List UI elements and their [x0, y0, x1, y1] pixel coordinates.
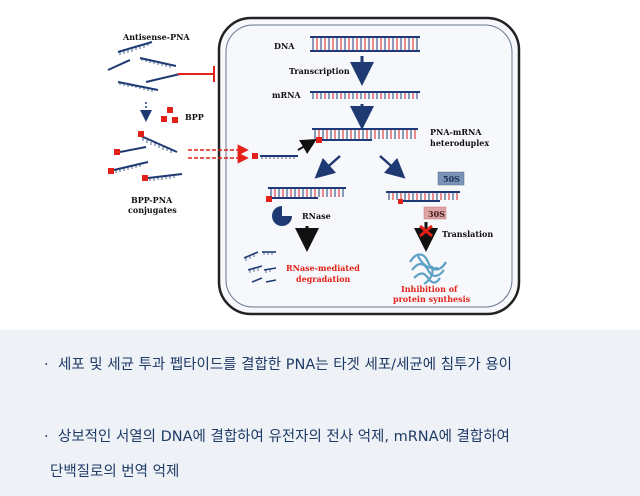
ribosome-path-duplex [386, 191, 460, 204]
conjugate-to-duplex-arrow [297, 138, 317, 154]
antisense-pna-bases [119, 43, 171, 92]
translation-block-x [419, 224, 433, 238]
note-1-text: 세포 및 세균 투과 펩타이드를 결합한 PNA는 타겟 세포/세균에 침투가 … [58, 357, 513, 373]
mechanism-diagram: Antisense-PNA BPP BPP-PNA conjugat [107, 16, 521, 316]
ribosome-50s [437, 171, 465, 186]
bpp-label: BPP [185, 112, 204, 122]
rnase-label: RNase [302, 211, 331, 221]
note-2-continuation: 단백질로의 번역 억제 [50, 464, 180, 480]
ribosome-30s [423, 206, 447, 220]
rnase-branch-arrow [314, 155, 341, 179]
degradation-label-line1: RNase-mediated [286, 263, 360, 273]
ribosome-30s-label: 30S [428, 209, 445, 219]
degradation-label-line2: degradation [296, 274, 351, 284]
note-2-text: 상보적인 서열의 DNA에 결합하여 유전자의 전사 억제, mRNA에 결합하… [58, 429, 510, 445]
ribosome-50s-label: 50S [443, 174, 460, 184]
mrna-bases [312, 93, 418, 99]
protein-structure [409, 253, 447, 285]
pna-mrna-heteroduplex [312, 128, 418, 143]
notes-panel: · 세포 및 세균 투과 펩타이드를 결합한 PNA는 타겟 세포/세균에 침투가… [0, 330, 640, 496]
conjugate-bpp-square [252, 153, 258, 159]
cell-membrane-inner [225, 24, 513, 308]
rnase-path-duplex [266, 187, 346, 202]
antisense-pna-strands [107, 41, 181, 91]
note-2: · 상보적인 서열의 DNA에 결합하여 유전자의 전사 억제, mRNA에 결합… [44, 422, 510, 452]
bpp-squares [161, 107, 178, 123]
note-1: · 세포 및 세균 투과 펩타이드를 결합한 PNA는 타겟 세포/세균에 침투가… [44, 350, 512, 380]
heteroduplex-label-line2: heteroduplex [430, 138, 489, 148]
dna-double-strand [310, 36, 420, 52]
transcription-label: Transcription [289, 66, 350, 76]
dna-label: DNA [274, 41, 295, 51]
bpp-pna-conjugates [108, 131, 183, 181]
rnase-enzyme [272, 206, 292, 226]
inhibition-label-line1: Inhibition of [401, 284, 458, 294]
heteroduplex-label-line1: PNA-mRNA [430, 127, 482, 137]
degraded-fragments [243, 251, 277, 283]
note-2-bullet: · [44, 429, 49, 445]
translation-label: Translation [442, 229, 493, 239]
antisense-pna-label: Antisense-PNA [122, 32, 190, 42]
ribosome-branch-arrow [379, 155, 406, 179]
inhibition-label-line2: protein synthesis [393, 294, 471, 304]
pna-mechanism-figure: Antisense-PNA BPP BPP-PNA conjugat [107, 16, 521, 316]
bpp-pna-label-line1: BPP-PNA [131, 195, 173, 205]
mrna-label: mRNA [272, 90, 301, 100]
bpp-pna-label-line2: conjugates [128, 205, 177, 215]
note-1-bullet: · [44, 357, 49, 373]
cell-membrane-outer [217, 16, 521, 316]
